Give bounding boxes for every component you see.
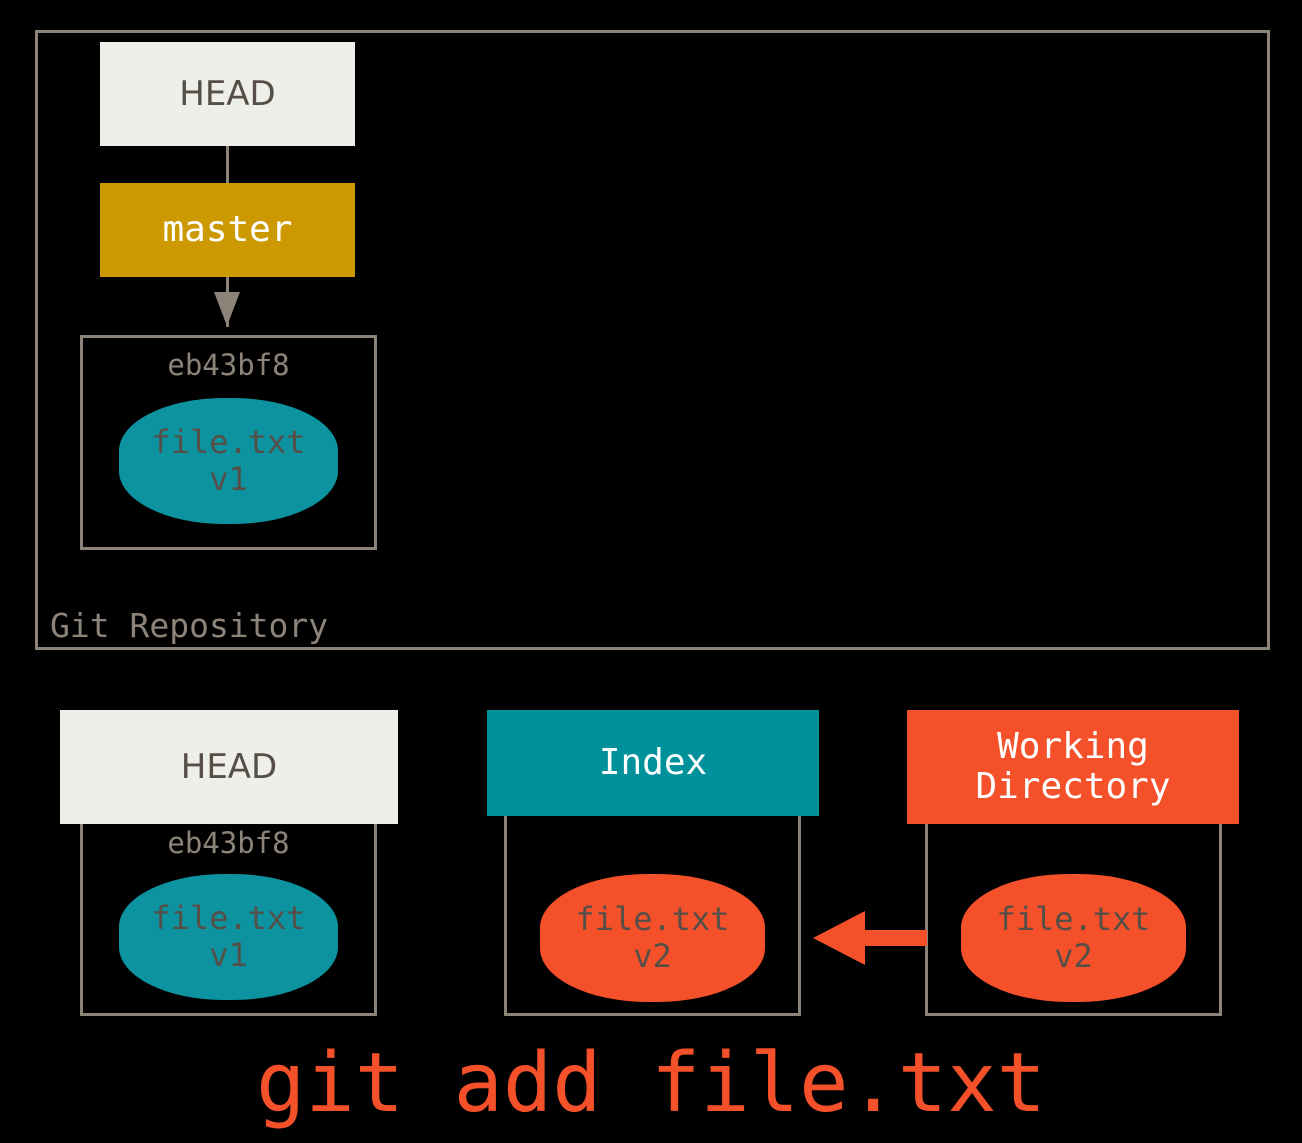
stage-head-commit-id: eb43bf8 <box>167 826 290 860</box>
repo-commit-file-version: v1 <box>209 460 248 498</box>
repo-branch-box: master <box>100 183 355 277</box>
repo-branch-label: master <box>162 208 293 250</box>
arrow-left-icon <box>813 911 865 965</box>
repo-commit-blob: file.txt v1 <box>119 398 338 524</box>
command-label: git add file.txt <box>256 1036 1046 1131</box>
git-repository-panel <box>35 30 1270 650</box>
stage-index-file-name: file.txt <box>575 900 730 939</box>
stage-head-header: HEAD <box>60 710 398 824</box>
stage-index-blob: file.txt v2 <box>540 874 765 1002</box>
stage-working-directory-header-label: Working Directory <box>975 725 1171 807</box>
stage-working-directory-file-name: file.txt <box>996 900 1151 939</box>
repo-caption: Git Repository <box>44 606 335 645</box>
stage-head-file-version: v1 <box>209 936 248 974</box>
arrow-down-icon <box>214 292 240 326</box>
stage-head-header-label: HEAD <box>180 746 278 787</box>
arrow-shaft-working-to-index <box>865 930 927 946</box>
stage-index-header-label: Index <box>598 741 708 783</box>
stage-head-file-name: file.txt <box>151 899 306 938</box>
repo-commit-file-name: file.txt <box>151 423 306 462</box>
stage-head-blob: file.txt v1 <box>119 874 338 1000</box>
stage-working-directory-blob: file.txt v2 <box>961 874 1186 1002</box>
stage-working-directory-header: Working Directory <box>907 710 1239 824</box>
repo-head-box: HEAD <box>100 42 355 146</box>
stage-working-directory-file-version: v2 <box>1054 937 1093 975</box>
repo-head-label: HEAD <box>179 73 276 114</box>
stage-index-file-version: v2 <box>633 937 672 975</box>
stage-index-header: Index <box>487 710 819 816</box>
repo-commit-id: eb43bf8 <box>167 348 290 382</box>
connector-head-to-branch <box>226 146 229 183</box>
